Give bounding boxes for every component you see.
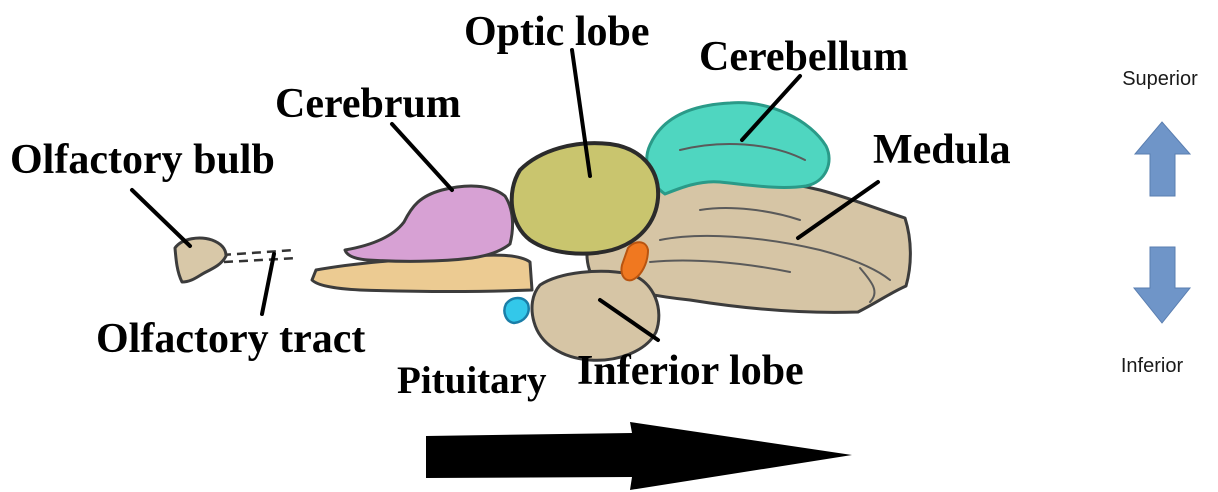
- orientation-legend: Superior Inferior: [1121, 68, 1198, 377]
- label-optic-lobe: Optic lobe: [464, 9, 650, 55]
- arrow-up-icon: [1135, 122, 1190, 196]
- label-medula: Medula: [873, 127, 1011, 173]
- olfactory-tract-shape: [222, 250, 298, 262]
- olfactory-bulb-shape: [175, 238, 226, 282]
- label-olfactory-bulb: Olfactory bulb: [10, 137, 275, 183]
- superior-label: Superior: [1122, 68, 1198, 90]
- label-olfactory-tract: Olfactory tract: [96, 316, 365, 362]
- inferior-lobe-shape: [532, 271, 659, 360]
- pituitary-shape: [504, 298, 528, 323]
- leader-olfactory-tract: [262, 254, 274, 314]
- label-pituitary: Pituitary: [397, 359, 547, 402]
- label-cerebrum: Cerebrum: [275, 81, 461, 127]
- cerebellum-shape: [647, 103, 829, 194]
- label-inferior-lobe: Inferior lobe: [577, 348, 804, 394]
- leader-cerebrum: [392, 124, 452, 190]
- optic-lobe-shape: [512, 143, 658, 254]
- arrow-right-icon: [426, 422, 852, 490]
- leader-olfactory-bulb: [132, 190, 190, 246]
- arrow-down-icon: [1134, 247, 1190, 323]
- inferior-label: Inferior: [1121, 355, 1184, 377]
- label-cerebellum: Cerebellum: [699, 34, 908, 80]
- cerebrum-shape: [345, 186, 513, 261]
